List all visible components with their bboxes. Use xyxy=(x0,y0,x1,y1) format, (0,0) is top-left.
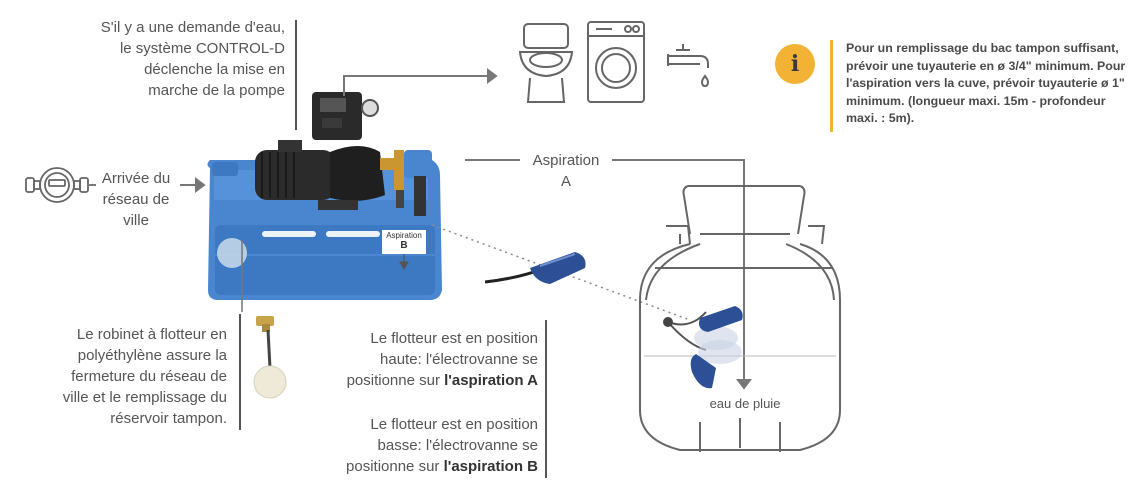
top-note: S'il y a une demande d'eau, le système C… xyxy=(40,17,285,101)
arrow-aspiration-a xyxy=(465,159,752,390)
flotteur-haut-line3: positionne sur l'aspiration A xyxy=(310,370,538,391)
robinet-note: Le robinet à flotteur en polyéthylène as… xyxy=(20,324,227,429)
flotteur-bas-line: Le flotteur est en position xyxy=(370,416,538,433)
float-switch xyxy=(484,252,586,284)
robinet-line: Le robinet à flotteur en xyxy=(76,326,227,343)
top-note-line: déclenche la mise en xyxy=(144,61,285,78)
robinet-line: fermeture du réseau de xyxy=(71,368,227,385)
robinet-line: polyéthylène assure la xyxy=(77,347,227,364)
pump xyxy=(255,92,432,216)
flotteur-haut-line: Le flotteur est en position xyxy=(370,330,538,347)
arrow-arrivee xyxy=(180,177,206,193)
info-icon: i xyxy=(775,44,815,84)
flotteur-haut-line: haute: l'électrovanne se xyxy=(380,351,538,368)
arrivee-line: réseau de xyxy=(102,191,170,208)
aspiration-b-letter: B xyxy=(400,240,408,251)
flotteur-bas-line3: positionne sur l'aspiration B xyxy=(310,456,538,477)
tank-label: eau de pluie xyxy=(709,396,781,411)
rainwater-cistern xyxy=(639,185,841,452)
info-accent-bar xyxy=(830,40,833,132)
flotteur-haut-line: positionne sur xyxy=(346,372,445,389)
info-text: Pour un remplissage du bac tampon suffis… xyxy=(846,41,1126,125)
robinet-line: réservoir tampon. xyxy=(110,410,227,427)
floats-in-cistern xyxy=(663,306,743,389)
flotteur-haut-note: Le flotteur est en position haute: l'éle… xyxy=(310,328,538,391)
aspiration-a-label: Aspiration A xyxy=(516,150,616,192)
flotteur-bas-line: positionne sur xyxy=(346,458,444,475)
washing-machine-icon xyxy=(587,21,645,103)
faucet-icon xyxy=(667,44,710,88)
aspiration-b-label: Aspiration B xyxy=(382,231,426,251)
aspiration-b-line: Aspiration xyxy=(386,231,422,240)
arrow-to-appliances xyxy=(343,68,498,96)
aspiration-a-line: Aspiration xyxy=(532,152,600,169)
flotteur-bas-line: basse: l'électrovanne se xyxy=(377,437,538,454)
info-icon-glyph: i xyxy=(790,51,800,77)
top-note-line: S'il y a une demande d'eau, xyxy=(100,19,285,36)
float-valve xyxy=(253,316,287,399)
arrivee-line: Arrivée du xyxy=(101,170,171,187)
robinet-line: ville et le remplissage du xyxy=(62,389,227,406)
flotteur-bas-note: Le flotteur est en position basse: l'éle… xyxy=(310,414,538,477)
water-meter-icon xyxy=(25,167,89,203)
aspiration-a-line: A xyxy=(560,173,571,190)
top-note-line: le système CONTROL-D xyxy=(119,40,285,57)
toilet-icon xyxy=(518,23,574,103)
arrivee-label: Arrivée du réseau de ville xyxy=(88,168,184,231)
flotteur-bas-bold: l'aspiration B xyxy=(443,458,538,475)
arrivee-line: ville xyxy=(123,212,149,229)
flotteur-haut-bold: l'aspiration A xyxy=(444,372,538,389)
top-note-line: marche de la pompe xyxy=(148,82,285,99)
